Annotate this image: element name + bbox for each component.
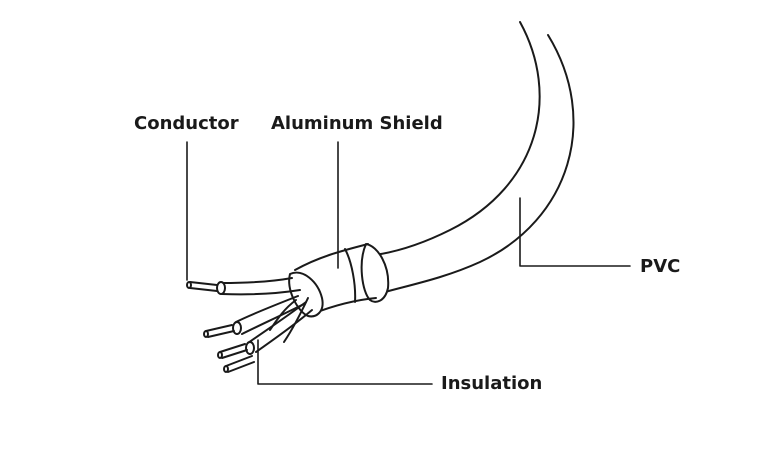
leader-lines	[186, 141, 631, 385]
pvc-jacket	[360, 21, 575, 303]
leader-insulation	[257, 339, 433, 385]
pvc-label: PVC	[640, 256, 681, 277]
leader-pvc	[519, 197, 631, 267]
aluminum-shield	[288, 243, 377, 318]
conductor-label: Conductor	[134, 113, 239, 134]
insulation-label: Insulation	[441, 373, 543, 394]
conductor-tips	[186, 281, 255, 373]
insulated-wires	[216, 277, 313, 355]
aluminum-shield-label: Aluminum Shield	[271, 113, 443, 134]
